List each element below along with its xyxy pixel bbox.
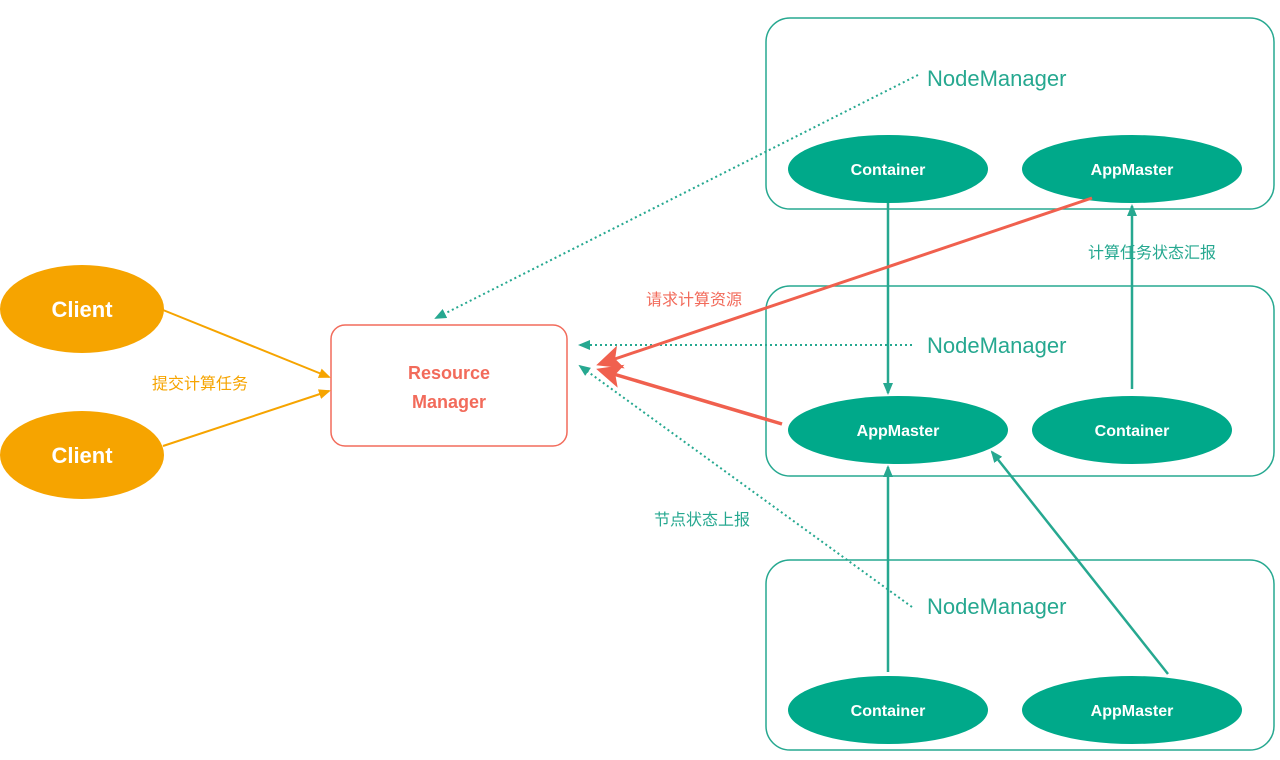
task-status-report-annotation: 计算任务状态汇报 (1088, 243, 1216, 262)
nm2-container-label: Container (1095, 423, 1170, 440)
nm1-appmaster-request-arrow (596, 196, 1093, 369)
nm1-appmaster-label: AppMaster (1091, 162, 1174, 179)
nm1-container-label: Container (851, 162, 926, 179)
nm2-appmaster-ellipse (788, 396, 1008, 464)
resource-manager-box (330, 324, 568, 447)
nm3-appmaster-to-nm2-appmaster-arrow (990, 450, 1169, 675)
request-resources-annotation: 请求计算资源 (646, 290, 742, 309)
node-status-report-annotation: 节点状态上报 (654, 510, 750, 529)
nodemanager-box-3 (765, 559, 1275, 751)
nm1-container-ellipse (788, 135, 988, 203)
resource-manager-label-line2: Manager (412, 392, 486, 412)
nodemanager-box-2 (765, 285, 1275, 477)
client-label-1: Client (51, 297, 113, 322)
nodemanager-box-1 (765, 17, 1275, 210)
client-label-2: Client (51, 443, 113, 468)
client2-to-rm-arrow (162, 389, 331, 447)
client-ellipse-1 (0, 265, 164, 353)
nm2-appmaster-label: AppMaster (857, 423, 940, 440)
submit-task-annotation: 提交计算任务 (152, 374, 248, 393)
nm3-status-arrow (578, 364, 913, 608)
client1-to-rm-arrow (162, 309, 331, 378)
nm2-appmaster-request-arrow (596, 364, 783, 426)
nodemanager-label-3: NodeManager (927, 594, 1066, 619)
nm3-appmaster-ellipse (1022, 676, 1242, 744)
nm2-container-ellipse (1032, 396, 1232, 464)
nodemanager-label-2: NodeManager (927, 333, 1066, 358)
client-ellipse-2 (0, 411, 164, 499)
nm3-appmaster-label: AppMaster (1091, 703, 1174, 720)
nm1-appmaster-ellipse (1022, 135, 1242, 203)
resource-manager-label-line1: Resource (408, 363, 490, 383)
nodemanager-label-1: NodeManager (927, 66, 1066, 91)
nm3-container-ellipse (788, 676, 988, 744)
nm3-container-label: Container (851, 703, 926, 720)
